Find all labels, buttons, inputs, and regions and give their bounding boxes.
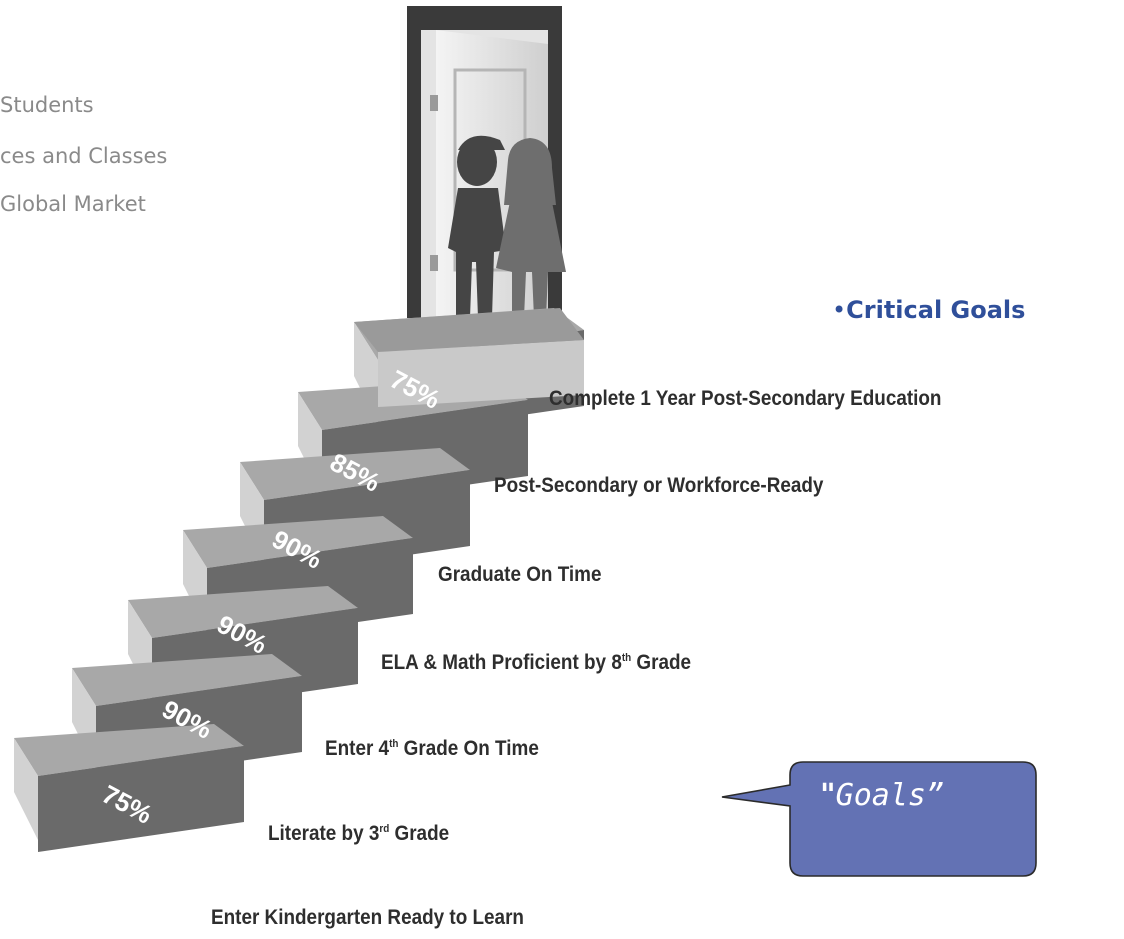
- staircase: [14, 308, 584, 852]
- children-silhouettes: [448, 135, 566, 318]
- intro-line-2: ces and Classes: [0, 144, 168, 168]
- goal-label-6: Post-Secondary or Workforce-Ready: [494, 474, 824, 497]
- callout-word: Goals: [835, 778, 926, 813]
- child-silhouette-left: [448, 135, 506, 318]
- intro-line-1: Students: [0, 93, 94, 117]
- goal-label-1: Enter Kindergarten Ready to Learn: [211, 906, 524, 929]
- step-tread-2: [72, 654, 302, 706]
- top-landing-face: [378, 340, 584, 407]
- critical-goals-heading: •Critical Goals: [832, 296, 1025, 324]
- top-landing: [354, 308, 584, 352]
- callout-open-quote: ": [820, 778, 836, 813]
- goal-label-7: Complete 1 Year Post-Secondary Education: [549, 387, 942, 410]
- door-hinge-bottom: [430, 255, 438, 271]
- goal-label-2: Literate by 3rd Grade: [268, 822, 450, 845]
- step-tread-5: [240, 448, 470, 500]
- goal-label-3: Enter 4th Grade On Time: [325, 737, 539, 760]
- child-silhouette-right: [496, 138, 566, 318]
- step-tread-1: [14, 724, 244, 776]
- callout-text: "Goals”: [820, 778, 944, 813]
- heading-text: Critical Goals: [846, 296, 1026, 324]
- step-riser-1: [38, 746, 244, 852]
- callout-close-quote: ”: [925, 778, 945, 813]
- goal-label-5: Graduate On Time: [438, 563, 602, 586]
- step-side-1: [14, 738, 38, 840]
- step-tread-4: [183, 516, 413, 568]
- callout-bubble: [721, 761, 1037, 877]
- goal-label-4: ELA & Math Proficient by 8th Grade: [381, 651, 692, 674]
- door-hinge-top: [430, 95, 438, 111]
- step-tread-3: [128, 586, 358, 638]
- intro-line-3: Global Market: [0, 192, 146, 216]
- heading-bullet: •: [832, 296, 847, 324]
